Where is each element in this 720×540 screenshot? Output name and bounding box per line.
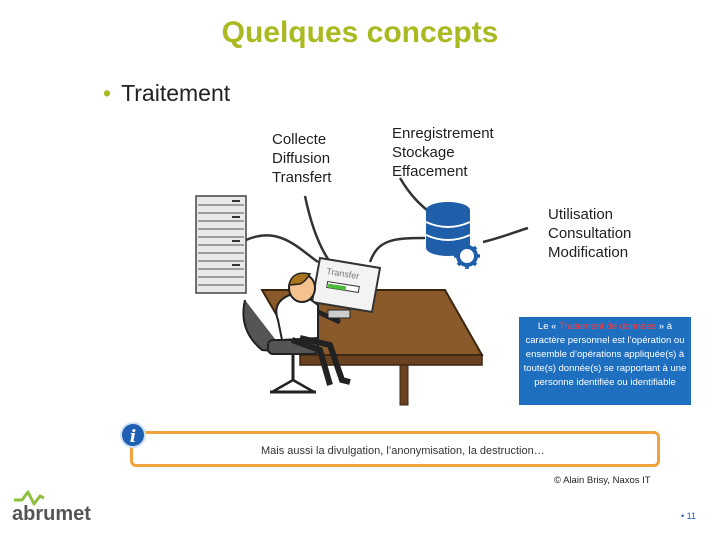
bullet-text: Traitement xyxy=(121,80,231,106)
page-number: • 11 xyxy=(681,511,696,521)
chair-icon xyxy=(242,299,319,394)
label-modification: Modification xyxy=(548,244,629,261)
label-consultation: Consultation xyxy=(548,225,632,242)
label-effacement: Effacement xyxy=(392,163,468,180)
label-enregistrement-group: Enregistrement Stockage Effacement xyxy=(392,124,494,181)
bullet-dot: • xyxy=(103,80,112,106)
label-stockage: Stockage xyxy=(392,144,455,161)
monitor-icon: Transfer xyxy=(310,256,382,314)
logo-wave-icon: abrumet xyxy=(12,490,91,525)
copyright: © Alain Brisy, Naxos IT xyxy=(554,475,651,486)
label-collecte-group: Collecte Diffusion Transfert xyxy=(272,130,331,187)
server-rack-icon xyxy=(195,195,247,294)
label-transfert: Transfert xyxy=(272,169,332,186)
label-diffusion: Diffusion xyxy=(272,150,331,167)
note-text: Mais aussi la divulgation, l’anonymisati… xyxy=(261,445,545,457)
logo-text: abrumet xyxy=(12,503,91,525)
definition-prefix: Le « xyxy=(537,321,559,332)
label-enregistrement: Enregistrement xyxy=(392,125,494,142)
bullet-traitement: • Traitement xyxy=(103,80,230,107)
definition-box: Le « Traitement de données » à caractère… xyxy=(519,317,691,405)
definition-suffix: » à caractère personnel est l’opération … xyxy=(523,321,687,388)
info-icon: i xyxy=(120,422,146,448)
abrumet-logo: abrumet xyxy=(8,486,108,526)
label-collecte: Collecte xyxy=(272,131,327,148)
page-prefix: • xyxy=(681,511,685,521)
note-box: Mais aussi la divulgation, l’anonymisati… xyxy=(130,431,660,467)
label-utilisation-group: Utilisation Consultation Modification xyxy=(548,205,631,262)
label-utilisation: Utilisation xyxy=(548,206,614,223)
keyboard-icon xyxy=(327,309,351,319)
database-icon xyxy=(425,202,471,256)
page-number-value: 11 xyxy=(686,511,697,521)
slide-title: Quelques concepts xyxy=(221,16,499,49)
gear-icon xyxy=(454,243,480,269)
person-icon xyxy=(275,272,351,386)
definition-highlight: Traitement de données xyxy=(558,321,657,332)
cables xyxy=(245,177,529,264)
